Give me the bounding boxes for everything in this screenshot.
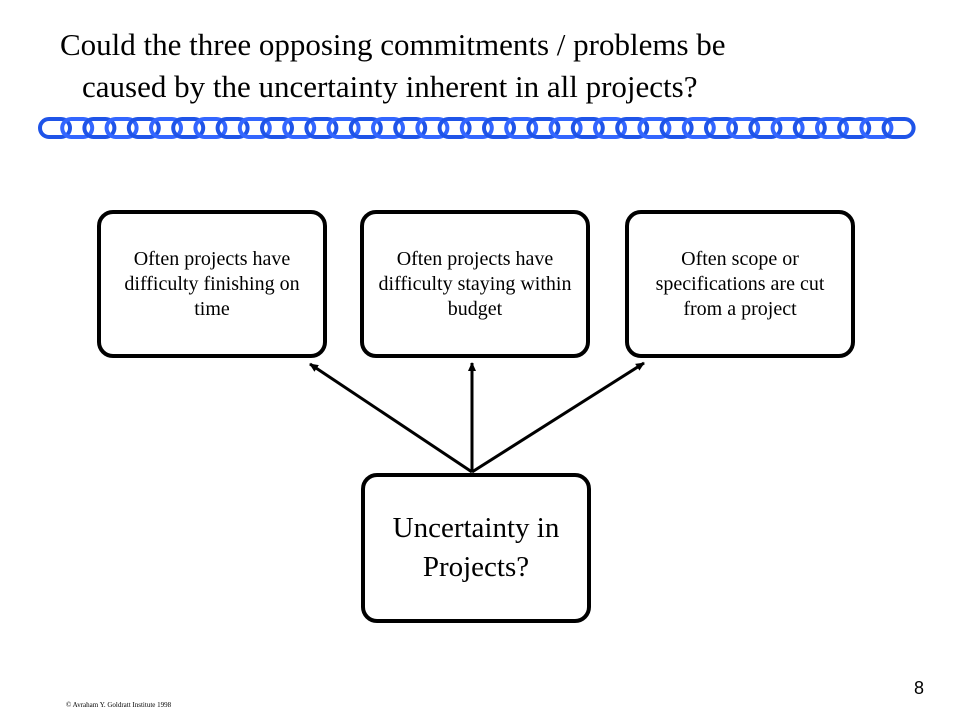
chain-link bbox=[570, 117, 605, 139]
chain-link bbox=[815, 117, 849, 139]
chain-link bbox=[304, 117, 339, 139]
chain-link bbox=[726, 117, 761, 139]
chain-link bbox=[482, 117, 516, 139]
chain-link bbox=[126, 117, 161, 139]
slide-title: Could the three opposing commitments / p… bbox=[60, 24, 920, 108]
chain-link bbox=[504, 117, 539, 139]
slide-title-line-2: caused by the uncertainty inherent in al… bbox=[82, 69, 698, 104]
chain-link bbox=[881, 117, 916, 139]
cause-box-uncertainty: Uncertainty in Projects? bbox=[361, 473, 591, 623]
chain-link bbox=[659, 117, 694, 139]
slide-title-line-1: Could the three opposing commitments / p… bbox=[60, 27, 726, 62]
effect-text-budget: Often projects have difficulty staying w… bbox=[378, 247, 572, 320]
chain-link bbox=[104, 117, 139, 139]
chain-link bbox=[615, 117, 650, 139]
effect-text-scope: Often scope or specifications are cut fr… bbox=[655, 247, 825, 320]
chain-divider-icon bbox=[38, 117, 916, 139]
chain-link bbox=[548, 117, 583, 139]
chain-link bbox=[171, 117, 206, 139]
effect-text-time: Often projects have difficulty finishing… bbox=[124, 247, 300, 320]
chain-link bbox=[193, 117, 228, 139]
arrow-to-time bbox=[309, 362, 473, 474]
chain-link bbox=[770, 117, 805, 139]
chain-link bbox=[60, 117, 95, 139]
effect-box-time: Often projects have difficulty finishing… bbox=[97, 210, 327, 358]
chain-link bbox=[415, 117, 450, 139]
arrow-to-scope bbox=[471, 361, 645, 474]
chain-link bbox=[437, 117, 472, 139]
chain-link bbox=[859, 117, 894, 139]
chain-link bbox=[371, 117, 405, 139]
effect-box-budget: Often projects have difficulty staying w… bbox=[360, 210, 590, 358]
chain-link bbox=[837, 117, 872, 139]
chain-link bbox=[348, 117, 383, 139]
cause-text: Uncertainty in Projects? bbox=[392, 512, 560, 583]
chain-link bbox=[38, 117, 72, 139]
chain-link bbox=[393, 117, 428, 139]
chain-link bbox=[326, 117, 361, 139]
page-number: 8 bbox=[913, 678, 924, 698]
chain-link bbox=[282, 117, 317, 139]
chain-link bbox=[260, 117, 294, 139]
chain-link bbox=[459, 117, 494, 139]
chain-link bbox=[792, 117, 827, 139]
copyright-notice: © Avraham Y. Goldratt Institute 1998 bbox=[66, 701, 172, 709]
chain-link bbox=[637, 117, 672, 139]
chain-link bbox=[748, 117, 783, 139]
chain-link bbox=[681, 117, 716, 139]
chain-link bbox=[82, 117, 117, 139]
effect-box-scope: Often scope or specifications are cut fr… bbox=[625, 210, 855, 358]
chain-link bbox=[593, 117, 627, 139]
chain-link bbox=[237, 117, 272, 139]
chain-link bbox=[149, 117, 183, 139]
chain-link bbox=[704, 117, 738, 139]
chain-link bbox=[526, 117, 561, 139]
chain-link bbox=[215, 117, 250, 139]
